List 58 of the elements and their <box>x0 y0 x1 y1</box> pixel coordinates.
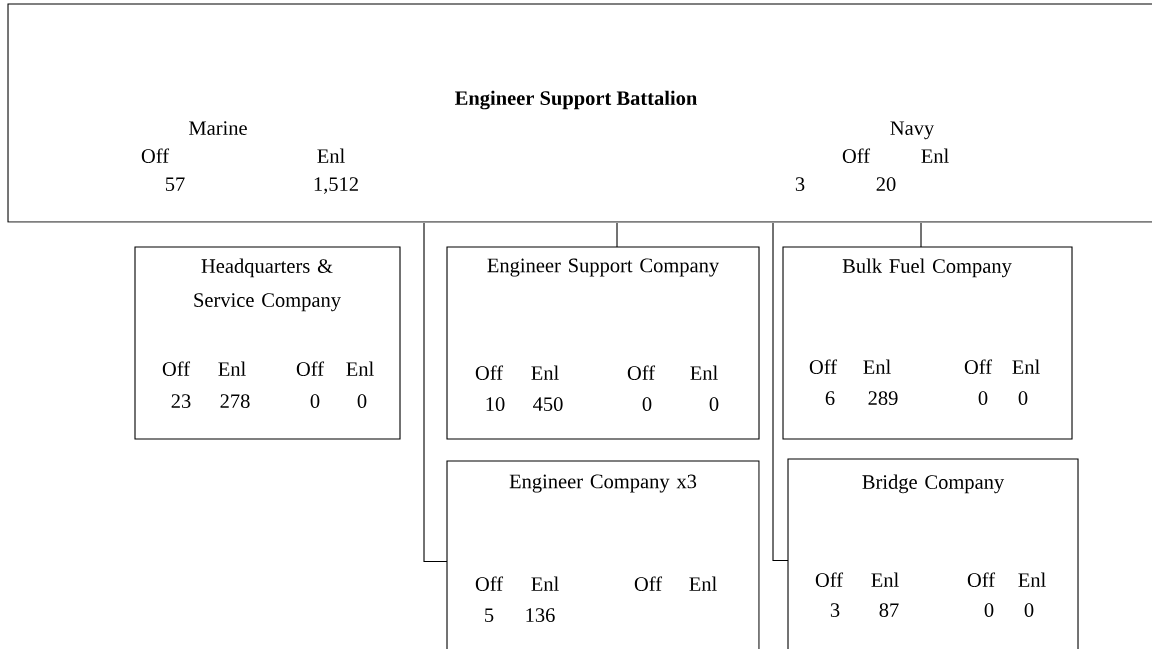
strength-number: 136 <box>526 608 555 622</box>
strength-number: 289 <box>868 391 898 405</box>
column-header: Off <box>634 576 663 591</box>
service-label: Marine <box>189 121 247 135</box>
column-header: Enl <box>218 361 246 376</box>
column-header: Enl <box>531 365 559 380</box>
strength-number: 0 <box>357 394 367 408</box>
column-header: Off <box>475 365 504 380</box>
chart-title: Engineer Support Battalion <box>455 90 697 110</box>
unit-name: Bulk Fuel Company <box>842 258 1012 278</box>
strength-number: 0 <box>310 394 320 408</box>
strength-number: 10 <box>486 397 505 411</box>
unit-name: Headquarters & Service Company <box>194 258 341 312</box>
column-header: Enl <box>871 572 899 587</box>
column-header: Off <box>842 148 871 163</box>
column-header: Off <box>141 148 170 163</box>
strength-number: 3 <box>830 603 840 617</box>
column-header: Enl <box>1012 359 1040 374</box>
column-header: Off <box>162 361 191 376</box>
column-header: Off <box>627 365 656 380</box>
service-label: Navy <box>890 121 935 140</box>
strength-number: 0 <box>1024 603 1034 617</box>
strength-number: 23 <box>171 394 191 408</box>
strength-number: 450 <box>533 397 563 411</box>
column-header: Off <box>296 361 325 376</box>
strength-number: 1,512 <box>314 177 358 194</box>
column-header: Enl <box>346 361 374 376</box>
strength-number: 0 <box>984 603 994 617</box>
column-header: Off <box>815 572 844 587</box>
column-header: Off <box>964 359 993 374</box>
strength-number: 87 <box>879 603 899 617</box>
strength-number: 278 <box>220 394 250 408</box>
strength-number: 3 <box>795 177 805 191</box>
column-header: Enl <box>690 365 718 380</box>
column-header: Enl <box>531 576 559 591</box>
unit-name: Engineer Company x3 <box>509 474 697 493</box>
connector-line <box>423 222 448 563</box>
unit-name: Engineer Support Company <box>487 258 720 277</box>
column-header: Off <box>475 576 504 591</box>
column-header: Enl <box>317 148 345 163</box>
strength-number: 0 <box>642 397 652 411</box>
column-header: Enl <box>921 148 949 163</box>
connector-line <box>920 222 922 248</box>
strength-number: 6 <box>825 391 835 405</box>
strength-number: 5 <box>485 608 494 622</box>
unit-name: Bridge Company <box>862 474 1005 494</box>
connector-line <box>772 222 789 562</box>
strength-number: 20 <box>876 177 896 191</box>
connector-line <box>616 222 618 248</box>
column-header: Enl <box>1018 572 1046 587</box>
strength-number: 57 <box>165 177 185 191</box>
strength-number: 0 <box>1018 391 1028 405</box>
column-header: Off <box>967 572 996 587</box>
column-header: Enl <box>689 576 717 591</box>
column-header: Enl <box>863 359 891 374</box>
strength-number: 0 <box>709 397 719 411</box>
strength-number: 0 <box>978 391 988 405</box>
column-header: Off <box>809 359 838 374</box>
